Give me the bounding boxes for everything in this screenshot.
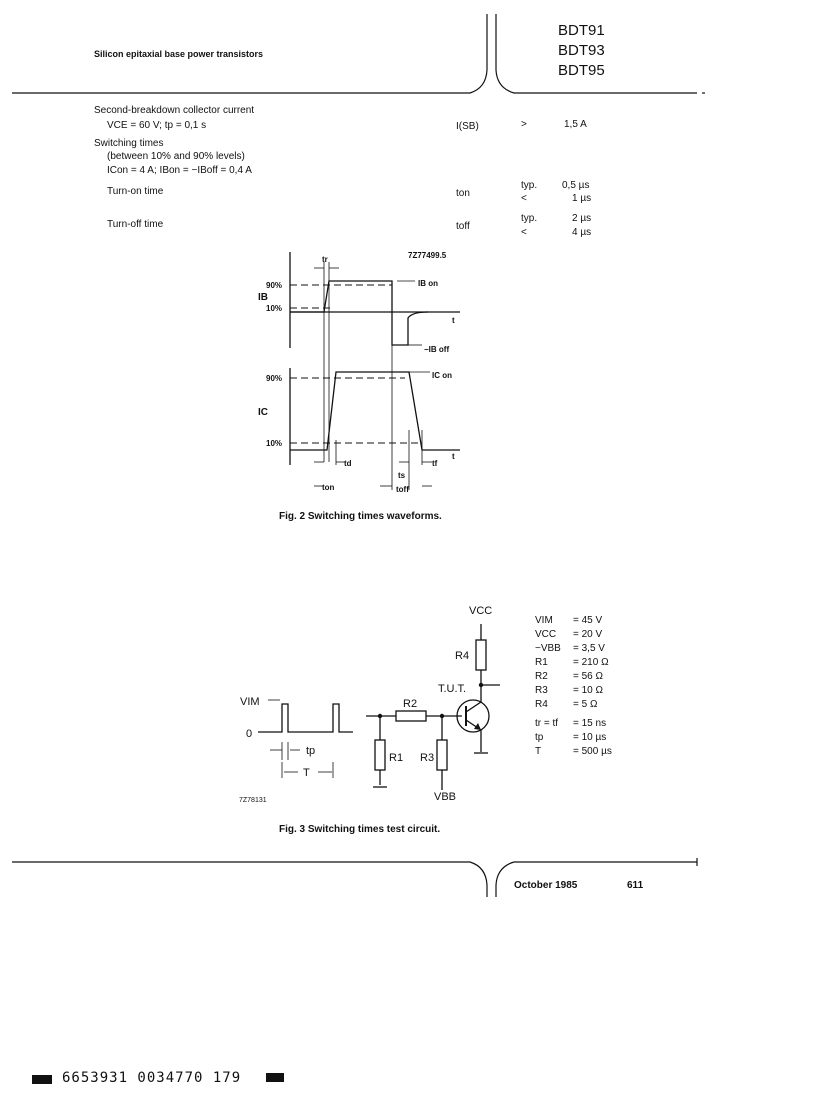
iboff-label: −IB off	[424, 345, 449, 354]
sb-relation: >	[521, 119, 527, 130]
toff-typ-value: 2 µs	[572, 213, 592, 224]
ic-90-label: 90%	[266, 374, 282, 383]
ton-max: <	[521, 193, 527, 204]
switching-levels: (between 10% and 90% levels)	[107, 151, 245, 162]
sb-conditions: VCE = 60 V; tp = 0,1 s	[107, 120, 207, 131]
vim-label: VIM	[240, 696, 260, 708]
param-row: T= 500 µs	[535, 746, 612, 757]
footer-date: October 1985	[514, 880, 578, 891]
tr-label: tr	[322, 255, 328, 264]
param-row: −VBB= 3,5 V	[535, 643, 605, 654]
ton-waveform-label: ton	[322, 483, 335, 492]
ic-10-label: 10%	[266, 439, 282, 448]
r2-label: R2	[403, 698, 417, 710]
ic-axis-label: IC	[258, 407, 268, 418]
fig2-caption: Fig. 2 Switching times waveforms.	[279, 511, 442, 522]
toff-label: Turn-off time	[107, 219, 164, 230]
zero-label: 0	[246, 728, 252, 740]
vbb-label: VBB	[434, 791, 456, 803]
section-title: Silicon epitaxial base power transistors	[94, 49, 264, 59]
toff-waveform-label: toff	[396, 485, 409, 494]
vcc-label: VCC	[469, 605, 492, 617]
param-row: VCC= 20 V	[535, 629, 603, 640]
switching-conditions: ICon = 4 A; IBon = −IBoff = 0,4 A	[107, 165, 252, 176]
barcode-block-right	[266, 1073, 284, 1082]
barcode-text: 6653931 0034770 179	[62, 1070, 242, 1086]
r3-label: R3	[420, 752, 434, 764]
r1-label: R1	[389, 752, 403, 764]
param-row: tp= 10 µs	[535, 732, 607, 743]
part-number-1: BDT91	[558, 22, 605, 39]
ib-time-label: t	[452, 316, 455, 325]
ton-label: Turn-on time	[107, 186, 164, 197]
ton-typ-value: 0,5 µs	[562, 180, 590, 191]
ton-typ: typ.	[521, 180, 538, 191]
ib-10-label: 10%	[266, 304, 282, 313]
part-number-3: BDT95	[558, 62, 605, 79]
param-row: tr = tf= 15 ns	[535, 718, 607, 729]
ibon-label: IB on	[418, 279, 438, 288]
param-row: VIM= 45 V	[535, 615, 603, 626]
period-label: T	[303, 767, 310, 779]
toff-max-value: 4 µs	[572, 227, 592, 238]
sb-value: 1,5 A	[564, 119, 587, 130]
ton-max-value: 1 µs	[572, 193, 592, 204]
sb-symbol: I(SB)	[456, 121, 479, 132]
td-label: td	[344, 459, 352, 468]
toff-symbol: toff	[456, 221, 470, 232]
fig2-code: 7Z77499.5	[408, 251, 447, 260]
toff-max: <	[521, 227, 527, 238]
toff-typ: typ.	[521, 213, 538, 224]
circuit-parameter-table: VIM= 45 V VCC= 20 V −VBB= 3,5 V R1= 210 …	[535, 614, 625, 759]
tut-label: T.U.T.	[438, 683, 466, 695]
ib-90-label: 90%	[266, 281, 282, 290]
ts-label: ts	[398, 471, 406, 480]
param-row: R4= 5 Ω	[535, 699, 598, 710]
tf-label: tf	[432, 459, 438, 468]
r4-label: R4	[455, 650, 469, 662]
ib-axis-label: IB	[258, 292, 268, 303]
part-number-2: BDT93	[558, 42, 605, 59]
barcode-block-left	[32, 1075, 52, 1084]
icon-label: IC on	[432, 371, 452, 380]
param-row: R1= 210 Ω	[535, 657, 609, 668]
switching-label: Switching times	[94, 138, 164, 149]
ton-symbol: ton	[456, 188, 470, 199]
param-row: R2= 56 Ω	[535, 671, 603, 682]
page-number: 611	[627, 880, 644, 891]
param-row: R3= 10 Ω	[535, 685, 603, 696]
tp-label: tp	[306, 745, 315, 757]
ic-time-label: t	[452, 452, 455, 461]
sb-label: Second-breakdown collector current	[94, 105, 255, 116]
fig3-code: 7Z78131	[239, 797, 267, 804]
fig3-caption: Fig. 3 Switching times test circuit.	[279, 824, 441, 835]
